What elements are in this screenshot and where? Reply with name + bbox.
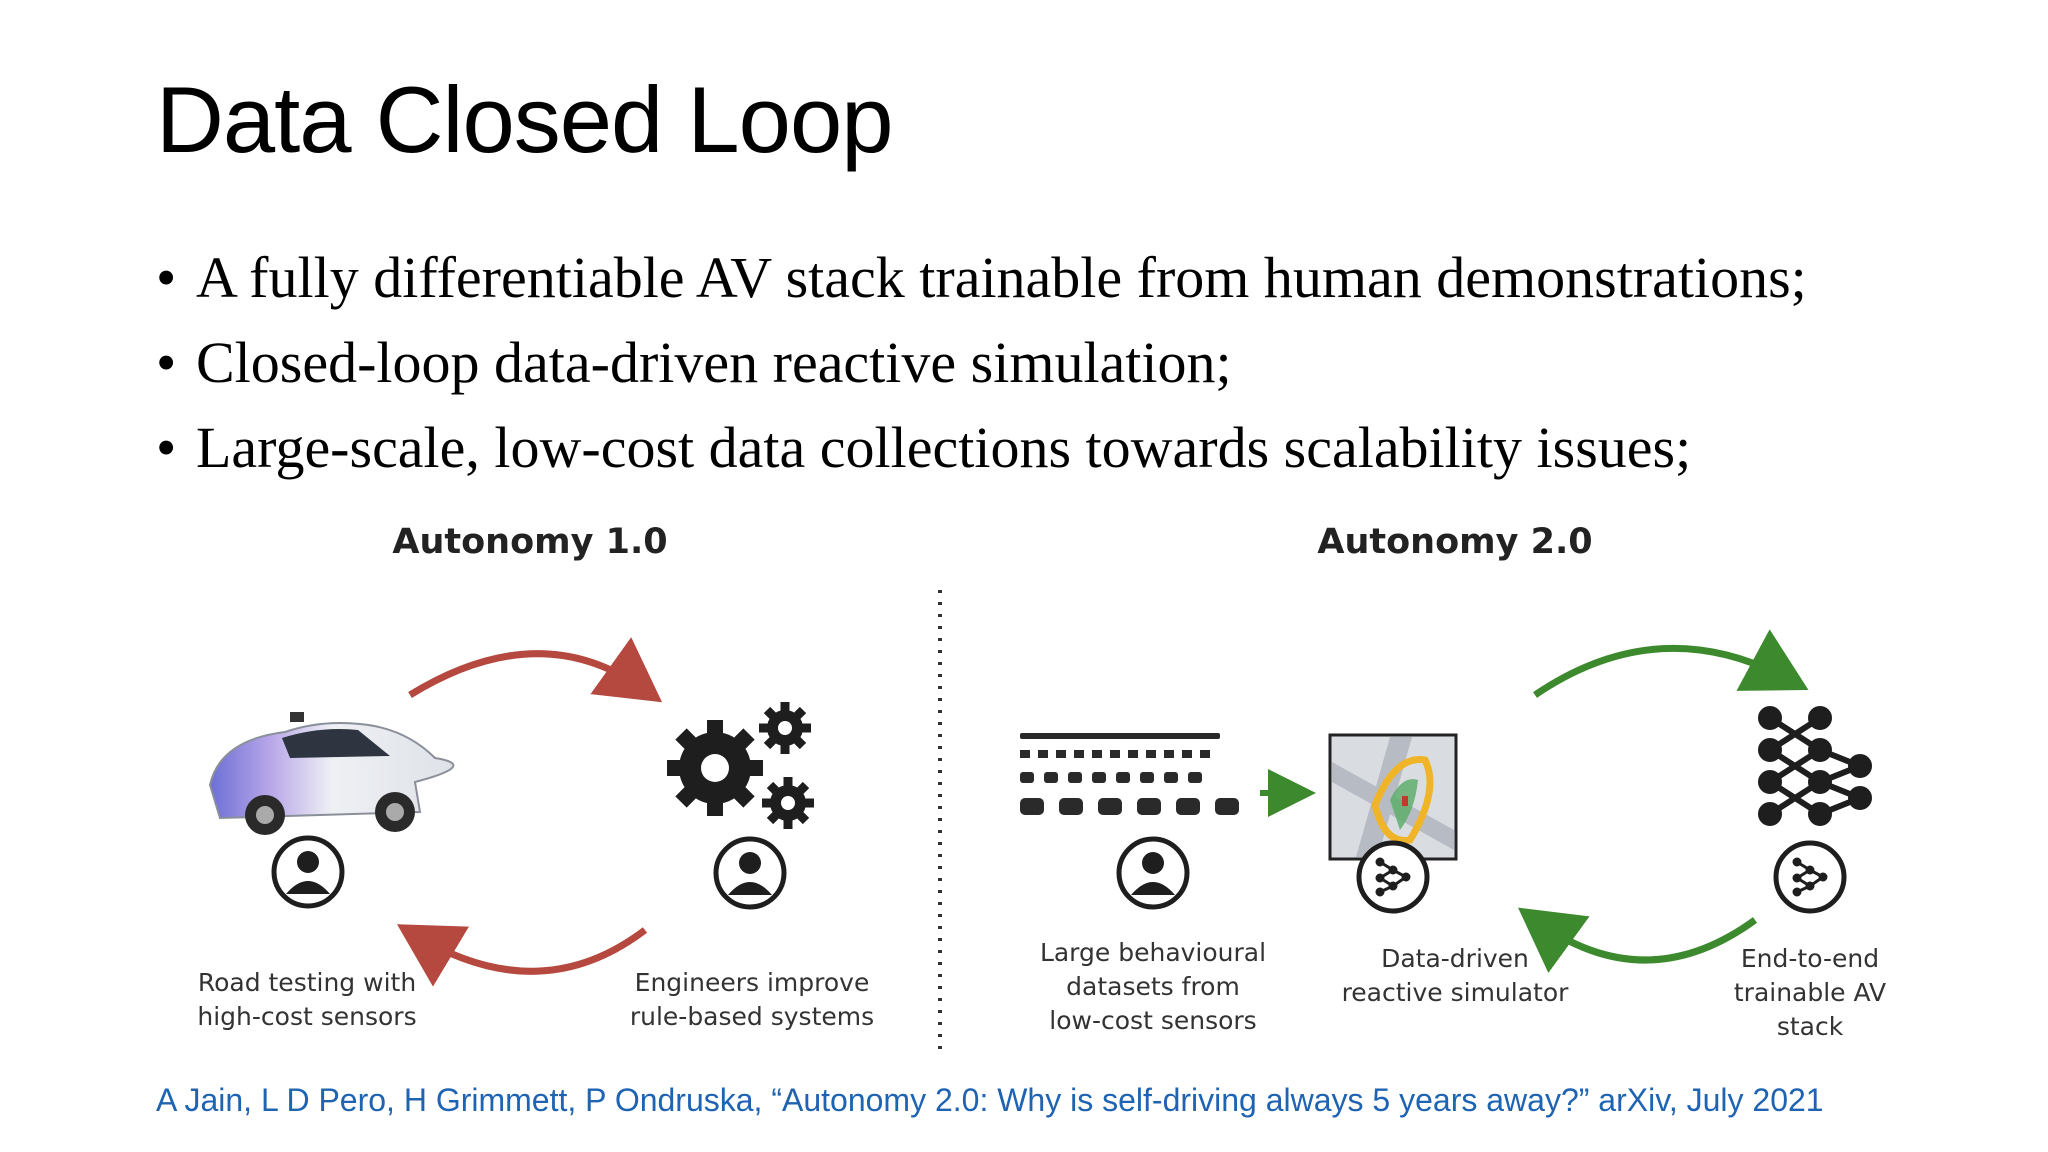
bottom-arrow (396, 924, 648, 987)
person-icon (713, 836, 787, 910)
neural-network-icon (1758, 706, 1872, 826)
datasets-caption: Large behavioural datasets from low-cost… (1039, 938, 1267, 1035)
bullet-dot: • (156, 415, 177, 480)
bullet-item: • Closed-loop data-driven reactive simula… (156, 325, 1807, 410)
bullet-list: • A fully differentiable AV stack trainab… (156, 240, 1807, 495)
autonomy-figure: Autonomy 1.0 Autonomy 2.0 Road testing w… (190, 500, 1970, 1060)
person-icon (1116, 836, 1190, 910)
simulator-map-icon (1328, 733, 1458, 861)
slide-title: Data Closed Loop (156, 67, 894, 172)
bullet-text: Large-scale, low-cost data collections t… (196, 415, 1692, 480)
top-arrow (408, 637, 663, 703)
network-badge-icon (1773, 840, 1847, 914)
bullet-dot: • (156, 245, 177, 310)
stack-caption: End-to-end trainable AV stack (1733, 944, 1887, 1041)
bullet-item: • A fully differentiable AV stack trainab… (156, 240, 1807, 325)
bullet-text: Closed-loop data-driven reactive simulat… (196, 330, 1232, 395)
car-icon (208, 712, 455, 835)
bullet-item: • Large-scale, low-cost data collections … (156, 410, 1807, 495)
autonomy-1-heading: Autonomy 1.0 (392, 522, 668, 562)
bottom-loop-arrow (1518, 907, 1758, 974)
bullet-text: A fully differentiable AV stack trainabl… (196, 245, 1807, 310)
road-testing-caption: Road testing with high-cost sensors (197, 968, 417, 1031)
network-badge-icon (1356, 840, 1430, 914)
autonomy-2-heading: Autonomy 2.0 (1317, 522, 1593, 562)
top-loop-arrow (1533, 629, 1809, 698)
fleet-row-4 (1020, 798, 1239, 815)
fleet-row-3 (1020, 772, 1202, 783)
fleet-row-2 (1020, 750, 1210, 758)
gears-icon (667, 702, 814, 829)
figure-graphics (208, 590, 1872, 1050)
person-icon (271, 835, 345, 909)
engineers-caption: Engineers improve rule-based systems (629, 968, 875, 1031)
car-fleet-icon (1020, 733, 1239, 815)
simulator-caption: Data-driven reactive simulator (1341, 944, 1569, 1007)
bullet-dot: • (156, 330, 177, 395)
citation: A Jain, L D Pero, H Grimmett, P Ondruska… (156, 1082, 1824, 1118)
fleet-row-1 (1020, 733, 1220, 739)
